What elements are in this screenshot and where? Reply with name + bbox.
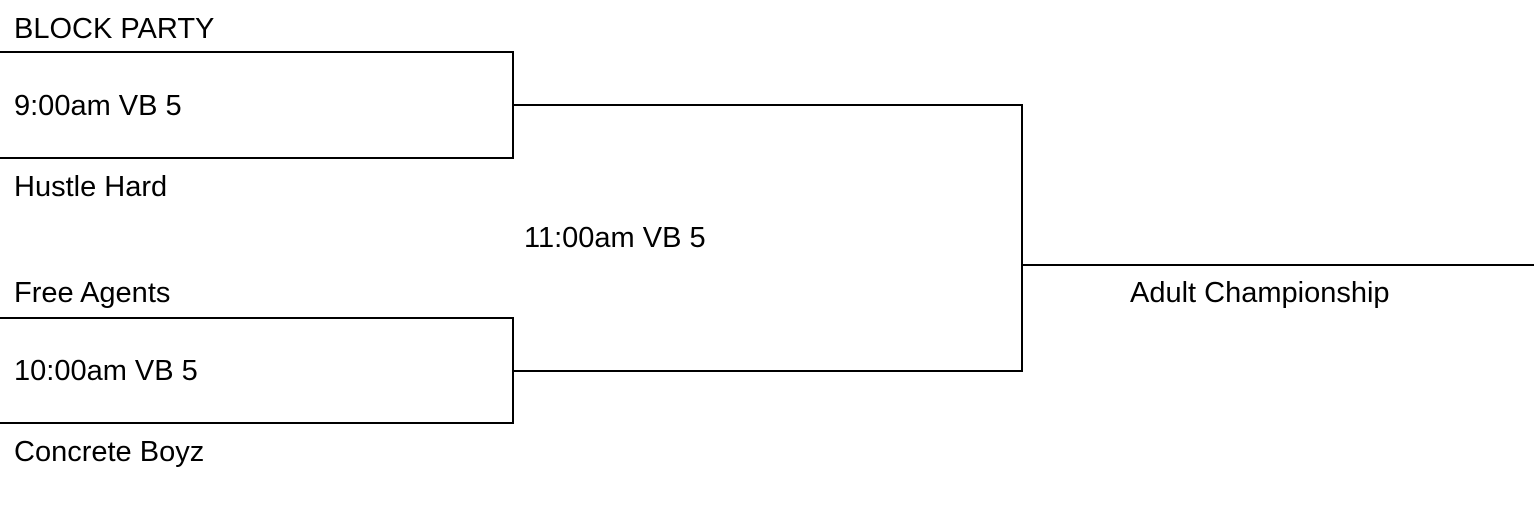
match-1-time: 9:00am VB 5 (14, 90, 182, 122)
team-free-agents: Free Agents (14, 277, 171, 309)
team-concrete-boyz: Concrete Boyz (14, 436, 205, 468)
team-hustle-hard: Hustle Hard (14, 171, 168, 203)
final-match-time: 11:00am VB 5 (524, 222, 706, 254)
match-2-time: 10:00am VB 5 (14, 355, 198, 387)
championship-label: Adult Championship (1130, 277, 1390, 309)
team-block-party: BLOCK PARTY (14, 13, 215, 45)
